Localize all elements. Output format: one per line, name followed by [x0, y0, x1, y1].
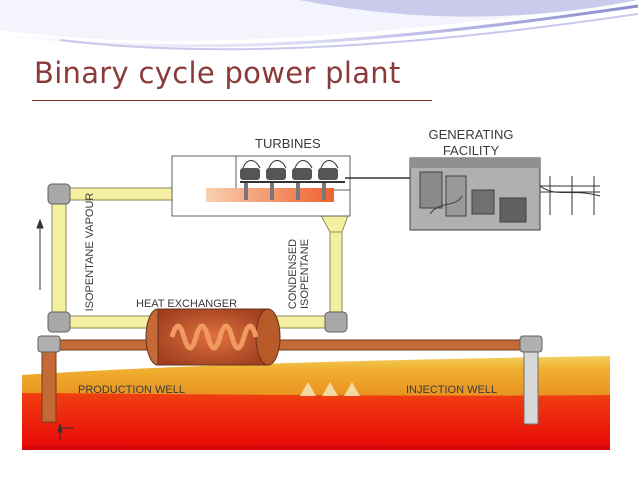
turbine-4 — [318, 160, 339, 200]
binary-cycle-diagram — [22, 155, 610, 450]
isopentane-vapour-label: ISOPENTANE VAPOUR — [84, 192, 96, 312]
header-wave-decoration — [0, 0, 638, 51]
slide-title: Binary cycle power plant — [34, 56, 401, 90]
heat-exchanger — [145, 308, 281, 366]
condensed-isopentane-label: CONDENSED ISOPENTANE — [287, 229, 311, 319]
injection-well-label: INJECTION WELL — [406, 384, 498, 396]
turbine-3 — [292, 160, 313, 200]
heat-exchanger-label: HEAT EXCHANGER — [136, 298, 238, 310]
turbine-units — [240, 160, 345, 200]
turbine-1 — [240, 160, 261, 200]
flow-arrows — [36, 218, 74, 440]
production-well-pipe — [37, 335, 155, 423]
generating-facility-building — [409, 157, 541, 231]
title-underline — [32, 100, 432, 101]
generating-label-line1: GENERATING — [428, 127, 514, 142]
condensed-label-line1: CONDENSED — [287, 238, 299, 310]
generating-facility-label: GENERATING FACILITY — [416, 127, 526, 159]
turbine-2 — [266, 160, 287, 200]
injection-well-pipe — [271, 335, 543, 425]
production-well-label: PRODUCTION WELL — [78, 384, 185, 396]
isopentane-loop — [47, 183, 351, 333]
generating-label-line2: FACILITY — [442, 143, 500, 158]
condensed-label-line2: ISOPENTANE — [299, 238, 311, 310]
transmission-towers — [539, 176, 601, 215]
ground-layers — [22, 356, 610, 450]
turbines-label: TURBINES — [255, 136, 321, 151]
